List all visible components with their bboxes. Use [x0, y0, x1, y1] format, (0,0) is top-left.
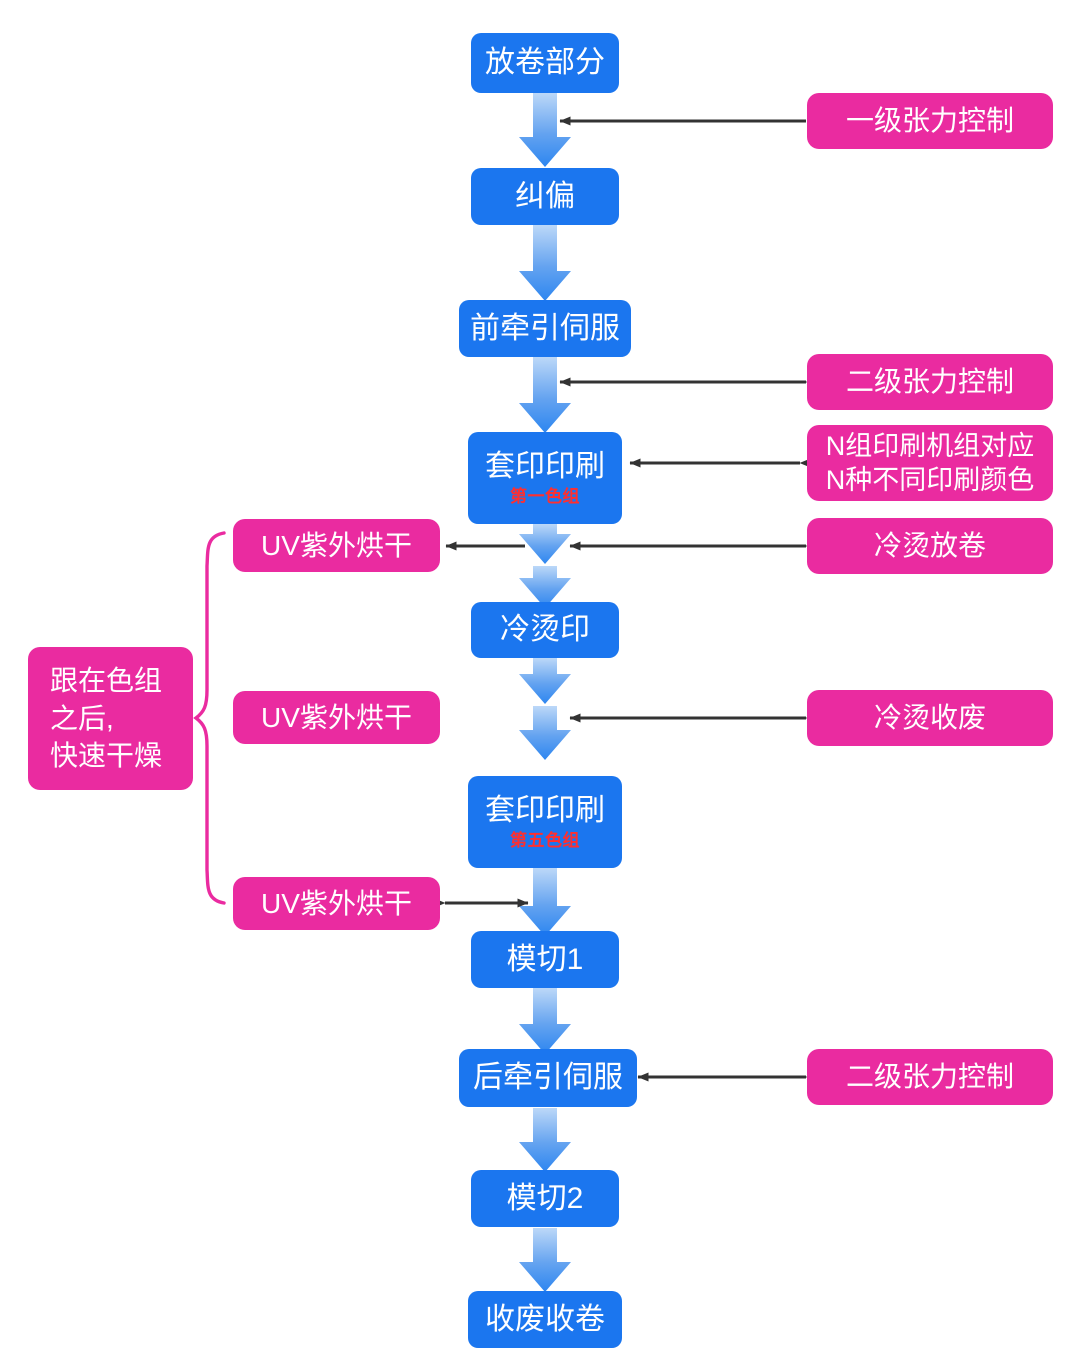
- node-front-servo-label: 前牵引伺服: [470, 311, 620, 345]
- node-waste-rewind-label: 收废收卷: [485, 1302, 605, 1336]
- note-tension-1[interactable]: 一级张力控制: [807, 93, 1053, 149]
- note-uv-dry-1[interactable]: UV紫外烘干: [233, 519, 440, 572]
- note-tension-2-rear[interactable]: 二级张力控制: [807, 1049, 1053, 1105]
- node-rear-servo[interactable]: 后牵引伺服: [459, 1049, 637, 1107]
- flow-arrow-overprint5-to-diecut1: [519, 868, 571, 936]
- note-uv-dry-2-label: UV紫外烘干: [261, 701, 412, 733]
- node-overprint-5-sublabel: 第五色组: [510, 831, 580, 851]
- grouping-brace: [193, 531, 226, 905]
- note-uv-dry-3[interactable]: UV紫外烘干: [233, 877, 440, 930]
- note-uv-dry-3-label: UV紫外烘干: [261, 887, 412, 919]
- node-waste-rewind[interactable]: 收废收卷: [468, 1291, 622, 1348]
- node-rear-servo-label: 后牵引伺服: [473, 1061, 623, 1095]
- flow-arrow-correction-to-front-servo: [519, 225, 571, 301]
- node-correction[interactable]: 纠偏: [471, 168, 619, 225]
- flow-arrow-unwind-to-correction: [519, 93, 571, 167]
- note-uv-dry-1-label: UV紫外烘干: [261, 529, 412, 561]
- node-overprint-1[interactable]: 套印印刷 第一色组: [468, 432, 622, 524]
- node-die-cut-2[interactable]: 模切2: [471, 1170, 619, 1227]
- note-fast-dry-label: 跟在色组 之后, 快速干燥: [50, 665, 163, 772]
- note-cold-foil-unwind-label: 冷烫放卷: [873, 530, 986, 562]
- note-cold-foil-waste[interactable]: 冷烫收废: [807, 690, 1053, 746]
- node-overprint-5[interactable]: 套印印刷 第五色组: [468, 776, 622, 868]
- node-die-cut-2-label: 模切2: [506, 1181, 584, 1215]
- note-uv-dry-2[interactable]: UV紫外烘干: [233, 691, 440, 744]
- note-tension-2-rear-label: 二级张力控制: [845, 1061, 1014, 1093]
- node-cold-foil[interactable]: 冷烫印: [471, 602, 619, 658]
- note-print-units[interactable]: N组印刷机组对应 N种不同印刷颜色: [807, 425, 1053, 501]
- note-cold-foil-waste-label: 冷烫收废: [873, 702, 986, 734]
- note-tension-2-front[interactable]: 二级张力控制: [807, 354, 1053, 410]
- node-die-cut-1-label: 模切1: [506, 942, 584, 976]
- flow-arrow-rear-servo-to-diecut2: [519, 1108, 571, 1172]
- node-die-cut-1[interactable]: 模切1: [471, 931, 619, 988]
- flow-arrows: [519, 93, 571, 1292]
- node-cold-foil-label: 冷烫印: [500, 613, 590, 647]
- note-fast-dry[interactable]: 跟在色组 之后, 快速干燥: [28, 647, 193, 790]
- node-unwind[interactable]: 放卷部分: [471, 33, 619, 93]
- node-unwind-label: 放卷部分: [485, 46, 605, 80]
- node-overprint-1-label: 套印印刷: [485, 449, 605, 483]
- flow-arrow-coldfoil-seg-a: [519, 658, 571, 704]
- note-cold-foil-unwind[interactable]: 冷烫放卷: [807, 518, 1053, 574]
- node-overprint-1-sublabel: 第一色组: [510, 487, 580, 507]
- note-print-units-label: N组印刷机组对应 N种不同印刷颜色: [825, 430, 1035, 495]
- flow-arrow-diecut2-to-waste-rewind: [519, 1228, 571, 1292]
- flow-arrow-overprint1-seg-a: [519, 524, 571, 564]
- flow-arrow-diecut1-to-rear-servo: [519, 988, 571, 1054]
- node-overprint-5-label: 套印印刷: [485, 793, 605, 827]
- flow-arrow-front-servo-to-overprint1: [519, 357, 571, 433]
- note-tension-2-front-label: 二级张力控制: [845, 366, 1014, 398]
- flow-arrow-coldfoil-seg-b: [519, 706, 571, 760]
- node-correction-label: 纠偏: [515, 179, 575, 213]
- node-front-servo[interactable]: 前牵引伺服: [459, 300, 631, 357]
- note-tension-1-label: 一级张力控制: [845, 105, 1014, 137]
